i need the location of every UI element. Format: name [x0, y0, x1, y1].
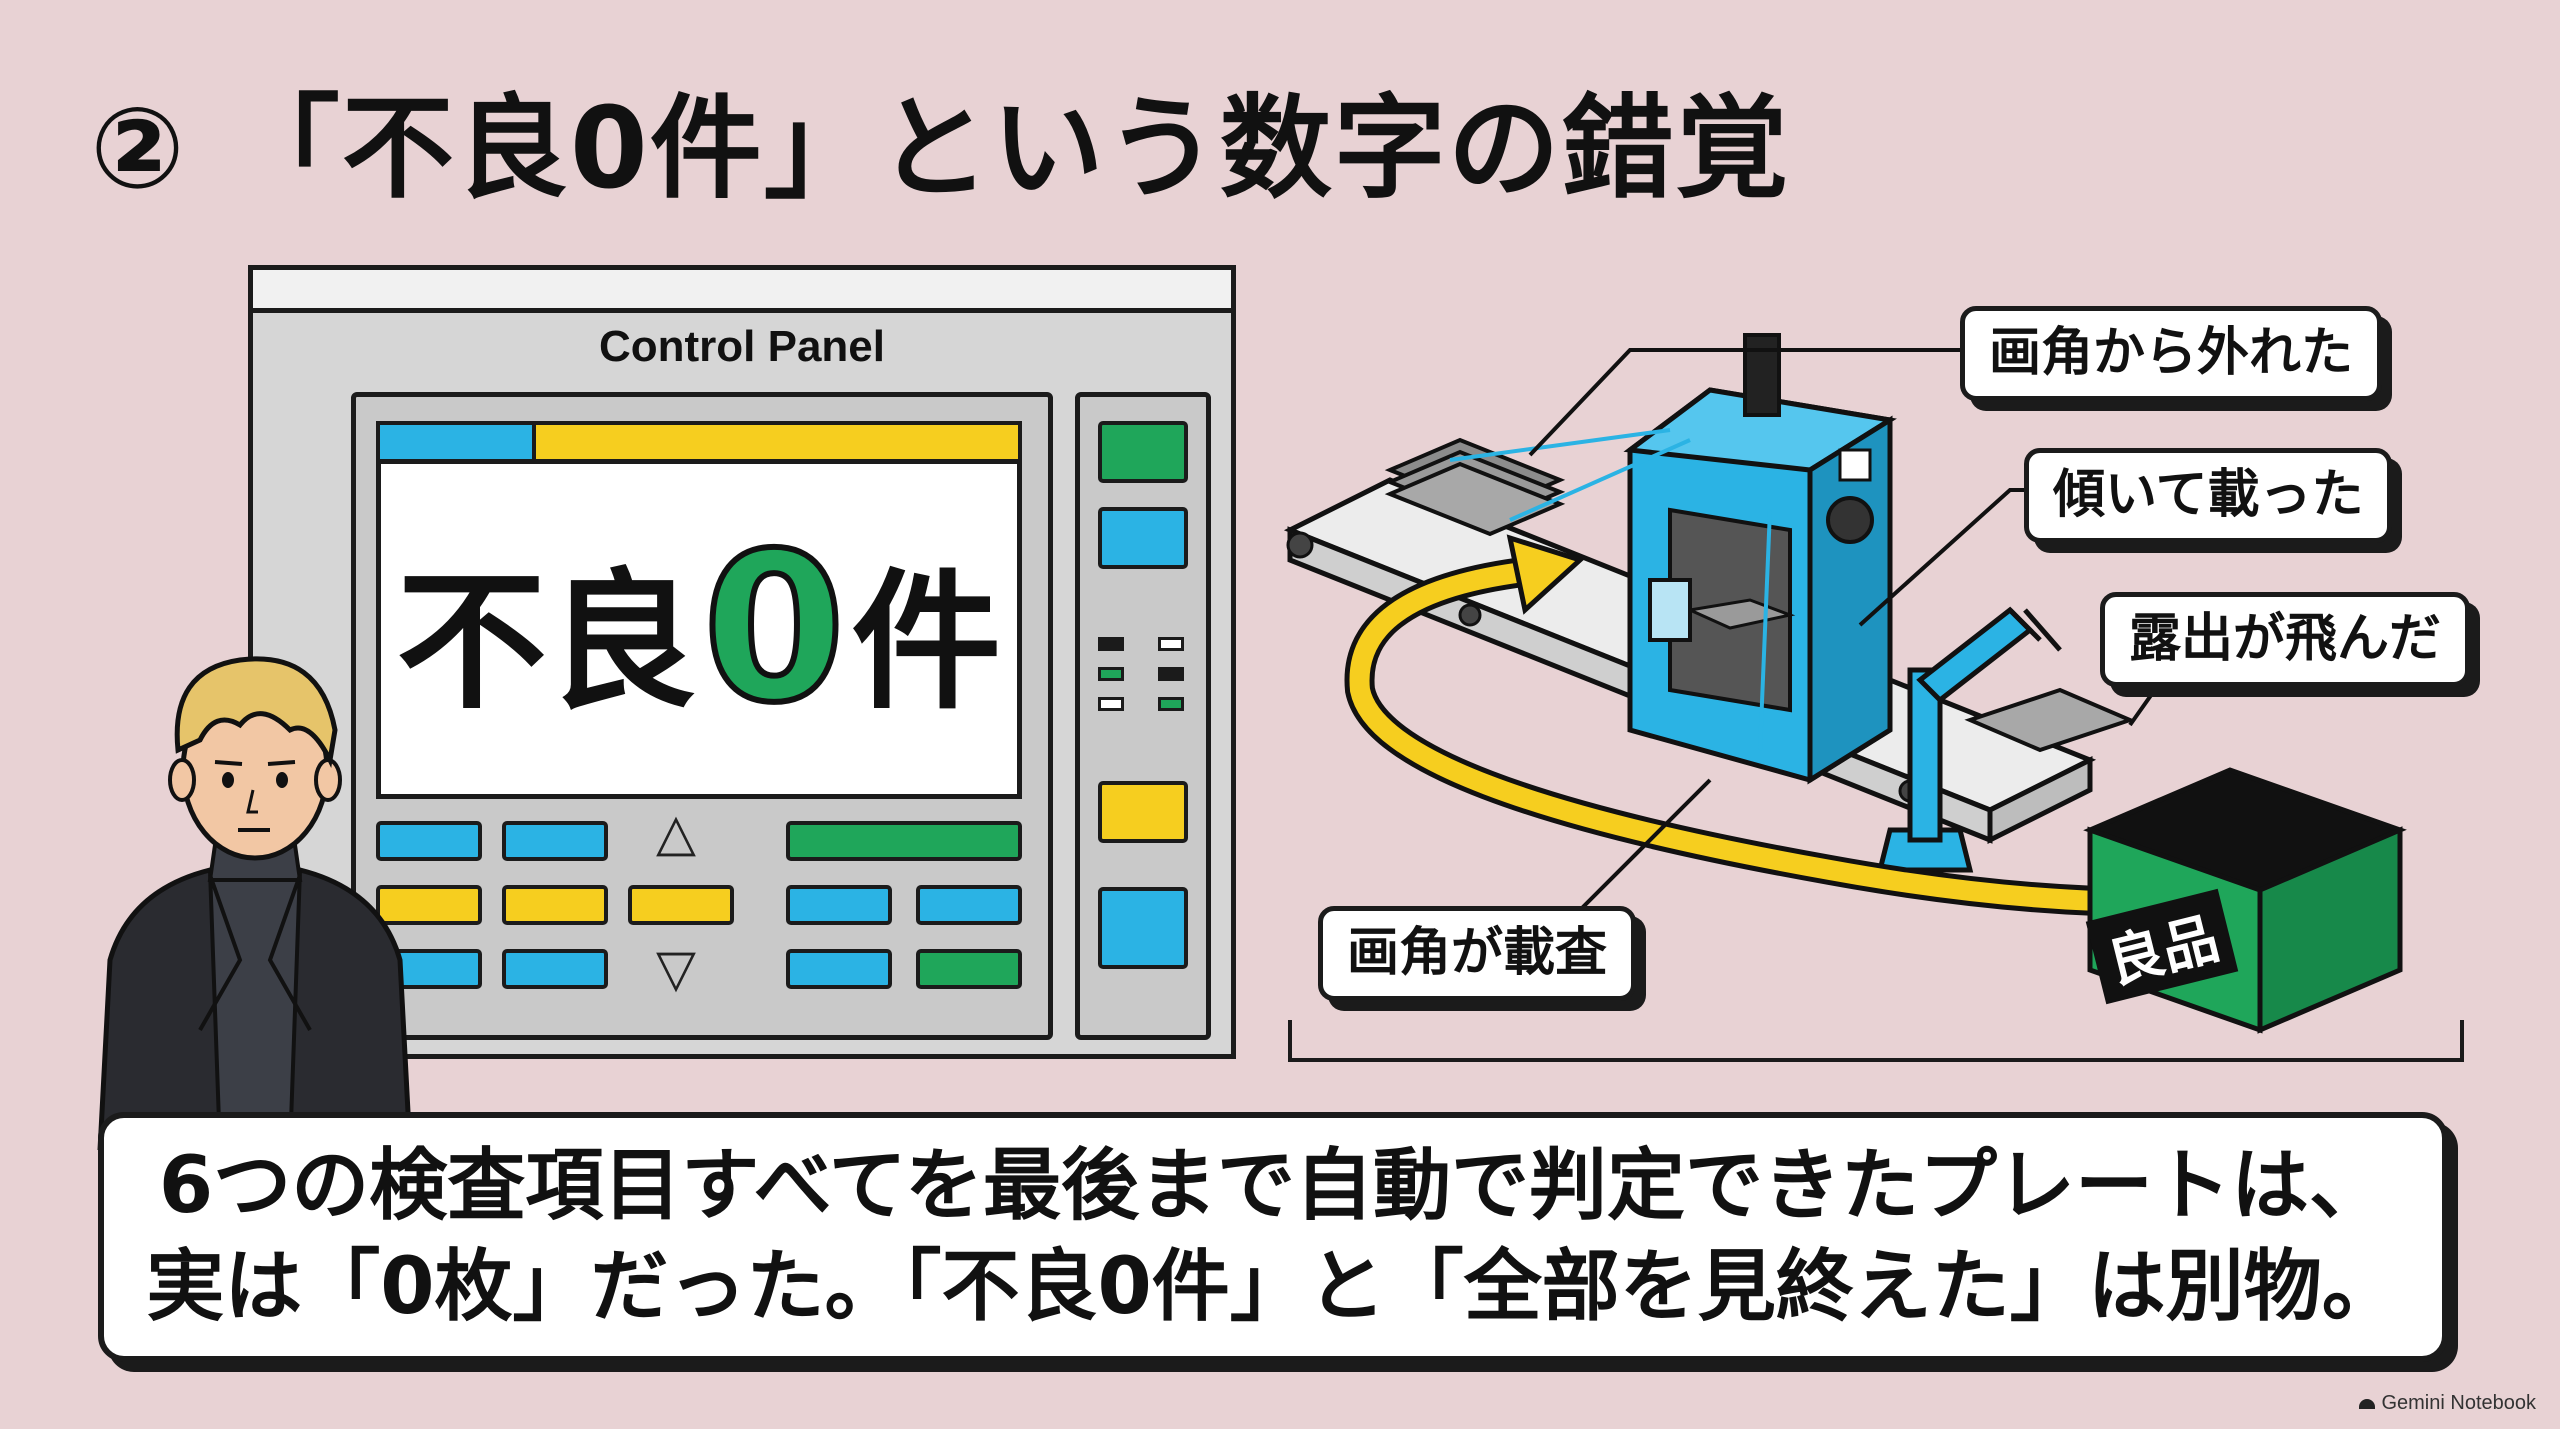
side-button-blue-large[interactable] [1098, 887, 1188, 969]
indicator-light [1098, 667, 1124, 681]
control-panel-top-strip [253, 270, 1231, 313]
panel-key[interactable] [786, 949, 892, 989]
indicator-light [1098, 637, 1124, 651]
panel-display: 不良 0 件 [376, 459, 1022, 799]
callout-angle-check: 画角が載査 [1318, 906, 1637, 1001]
machine-bracket [1288, 1020, 2464, 1062]
callout-overexposed: 露出が飛んだ [2100, 592, 2471, 687]
defect-label: 不良 [396, 555, 697, 730]
panel-key[interactable] [376, 885, 482, 925]
callout-tilted: 傾いて載った [2024, 448, 2393, 543]
screen-status-bar-blue [376, 421, 536, 463]
panel-key[interactable] [916, 949, 1022, 989]
caption-box: 6つの検査項目すべてを最後まで自動で判定できたプレートは、 実は「0枚」だった。… [98, 1112, 2448, 1362]
indicator-light [1158, 667, 1184, 681]
indicator-light [1158, 697, 1184, 711]
arrow-up-icon[interactable]: △ [656, 803, 696, 863]
panel-key[interactable] [502, 885, 608, 925]
side-button-blue[interactable] [1098, 507, 1188, 569]
indicator-light [1098, 697, 1124, 711]
side-button-green[interactable] [1098, 421, 1188, 483]
screen-status-bar-yellow [532, 421, 1022, 463]
defect-count-zero: 0 [700, 509, 849, 748]
panel-key[interactable] [502, 949, 608, 989]
watermark-text: Gemini Notebook [2381, 1392, 2536, 1414]
side-button-yellow[interactable] [1098, 781, 1188, 843]
panel-key[interactable] [628, 885, 734, 925]
caption-line-2: 実は「0枚」だった。「不良0件」と「全部を見終えた」は別物。 [146, 1242, 2400, 1332]
arrow-down-icon[interactable]: ▽ [656, 939, 696, 999]
panel-key[interactable] [786, 821, 1022, 861]
count-unit: 件 [851, 555, 1002, 730]
panel-key[interactable] [376, 821, 482, 861]
inspection-machine-illustration [1283, 333, 2407, 1034]
person-illustration [97, 656, 413, 1150]
control-panel-label: Control Panel [598, 322, 886, 371]
page-title: ② 「不良0件」という数字の錯覚 [90, 84, 1790, 214]
defect-count-readout: 不良 0 件 [397, 521, 1002, 738]
indicator-light [1158, 637, 1184, 651]
panel-key[interactable] [916, 885, 1022, 925]
panel-key[interactable] [786, 885, 892, 925]
caption-line-1: 6つの検査項目すべてを最後まで自動で判定できたプレートは、 [158, 1140, 2388, 1231]
watermark: Gemini Notebook [2359, 1392, 2536, 1415]
control-panel-side-buttons [1075, 392, 1211, 1040]
panel-key[interactable] [502, 821, 608, 861]
control-panel-console: 不良 0 件 △ ▽ [351, 392, 1053, 1040]
control-panel: Control Panel 不良 0 件 △ ▽ [248, 265, 1236, 1059]
gemini-logo-icon [2359, 1398, 2376, 1409]
callout-out-of-frame: 画角から外れた [1960, 306, 2383, 401]
